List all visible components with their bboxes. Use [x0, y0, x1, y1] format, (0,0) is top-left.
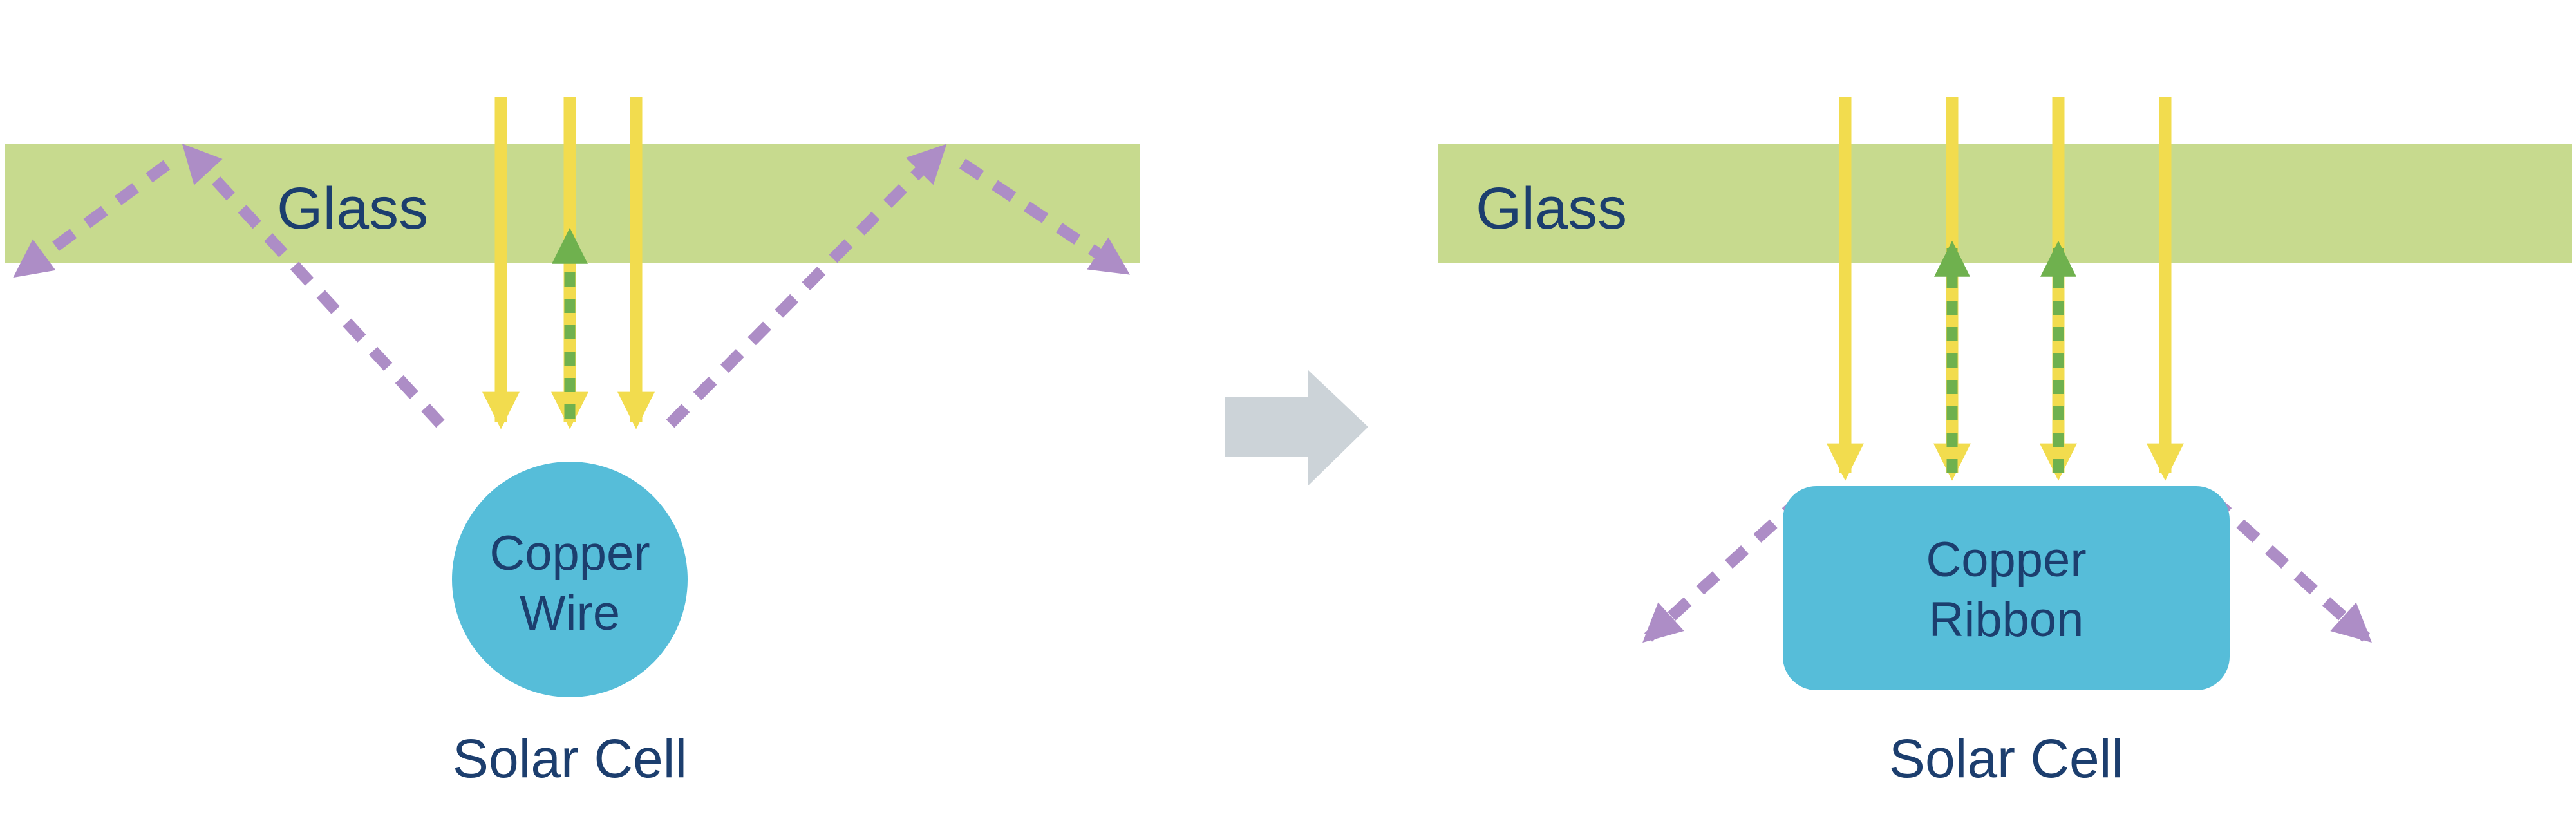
glass-layer [1438, 144, 2572, 263]
solar-cell-caption: Solar Cell [1889, 728, 2123, 789]
right-panel: Glass Copper Ribbon Solar Ce [1438, 97, 2572, 789]
scattered-light-arrow [666, 144, 947, 428]
scattered-light-left [13, 144, 445, 428]
copper-wire [452, 462, 688, 697]
scattered-light-arrow [182, 144, 445, 428]
transition-arrow-icon [1225, 370, 1368, 486]
copper-wire-label-line1: Copper [489, 526, 650, 581]
scattered-light-arrow [1642, 493, 1807, 643]
copper-ribbon-label-line1: Copper [1926, 532, 2086, 587]
copper-ribbon [1783, 486, 2230, 690]
reflected-light-arrows [1934, 240, 2076, 473]
scattered-light-arrow [959, 158, 1130, 276]
scattered-light-arrow [13, 160, 171, 278]
glass-label: Glass [277, 176, 428, 241]
left-panel: Glass Copper Wire Solar Cell [5, 97, 1140, 789]
scattered-light-arrows [1642, 493, 2372, 643]
scattered-light-right [666, 144, 1130, 428]
scattered-light-arrow [2207, 493, 2372, 643]
copper-ribbon-label-line2: Ribbon [1929, 592, 2084, 647]
glass-label: Glass [1476, 176, 1627, 241]
solar-cell-caption: Solar Cell [453, 728, 687, 789]
copper-wire-label-line2: Wire [520, 586, 620, 641]
